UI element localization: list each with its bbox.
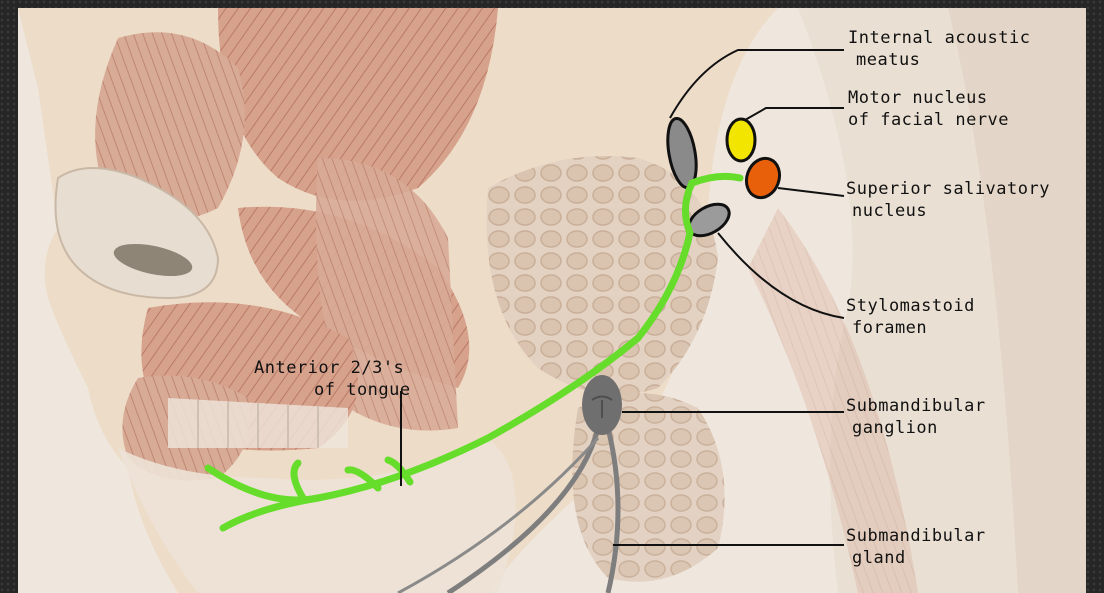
label-nucleus: nucleus bbox=[852, 201, 927, 222]
motor-nucleus bbox=[727, 119, 755, 161]
label-meatus: meatus bbox=[856, 50, 920, 71]
label-superior-salivatory: Superior salivatory bbox=[846, 179, 1050, 200]
label-submandibular-gland: Submandibular bbox=[846, 526, 986, 547]
label-stylomastoid: Stylomastoid bbox=[846, 296, 975, 317]
label-of-tongue: of tongue bbox=[314, 380, 411, 401]
label-internal-acoustic: Internal acoustic bbox=[848, 28, 1031, 49]
label-ganglion: ganglion bbox=[852, 418, 938, 439]
label-of-facial-nerve: of facial nerve bbox=[848, 110, 1009, 131]
label-motor-nucleus: Motor nucleus bbox=[848, 88, 988, 109]
anatomy-illustration: Internal acoustic meatus Motor nucleus o… bbox=[18, 8, 1086, 593]
label-foramen: foramen bbox=[852, 318, 927, 339]
label-anterior-tongue: Anterior 2/3's bbox=[254, 358, 404, 379]
label-submandibular-ganglion: Submandibular bbox=[846, 396, 986, 417]
label-gland: gland bbox=[852, 548, 906, 569]
